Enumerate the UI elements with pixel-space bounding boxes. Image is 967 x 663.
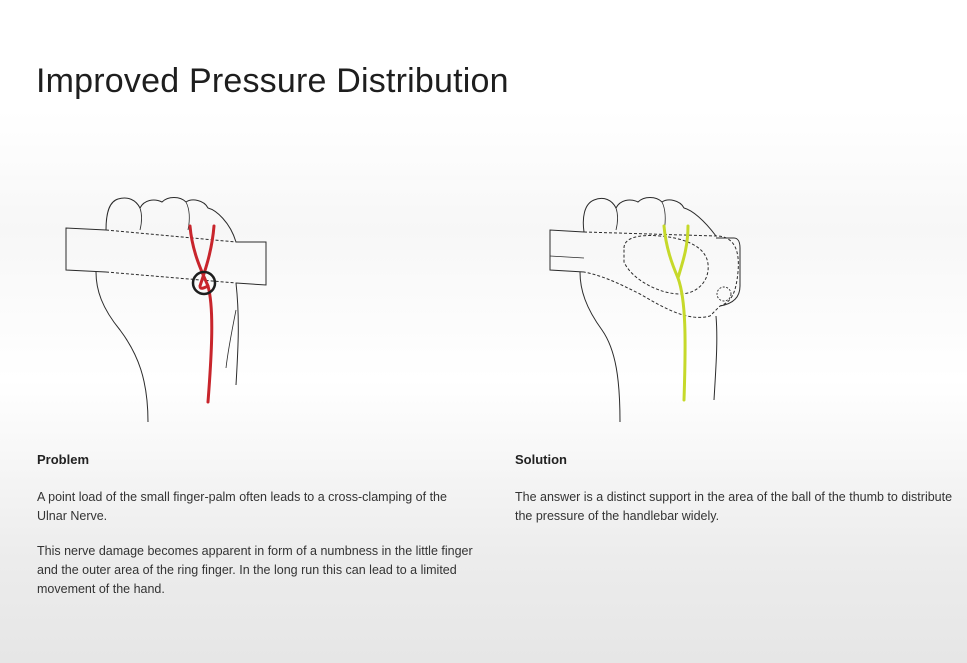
problem-hand-illustration [40,190,280,430]
page-title: Improved Pressure Distribution [36,62,509,100]
handlebar-outline [65,227,107,273]
ulnar-nerve-right [198,224,216,290]
pressure-point-marker [191,270,217,296]
wrist-outline-left [579,271,621,423]
solution-section: Solution The answer is a distinct suppor… [515,452,955,542]
fist-outline [105,197,237,243]
problem-heading: Problem [37,452,90,467]
solution-heading: Solution [515,452,567,467]
thumb-ball-support [716,286,732,302]
ulnar-nerve-branch [676,224,690,280]
fist-outline [582,197,717,237]
problem-section: Problem A point load of the small finger… [37,452,477,615]
problem-paragraph-1: A point load of the small finger-palm of… [37,490,447,523]
bar-end-cap [716,237,741,307]
wrist-outline-right [713,315,718,401]
solution-paragraph-1: The answer is a distinct support in the … [515,490,953,523]
problem-paragraph-2: This nerve damage becomes apparent in fo… [37,544,473,596]
handlebar-outline [549,229,585,273]
grip-support-outline [583,231,739,318]
wrist-outline-right [235,282,239,386]
handlebar-outline-right [235,241,267,286]
wrist-outline-left [95,271,149,423]
solution-hand-illustration [520,190,760,430]
ulnar-nerve-left [188,224,214,404]
ulnar-nerve-solution [662,224,687,402]
